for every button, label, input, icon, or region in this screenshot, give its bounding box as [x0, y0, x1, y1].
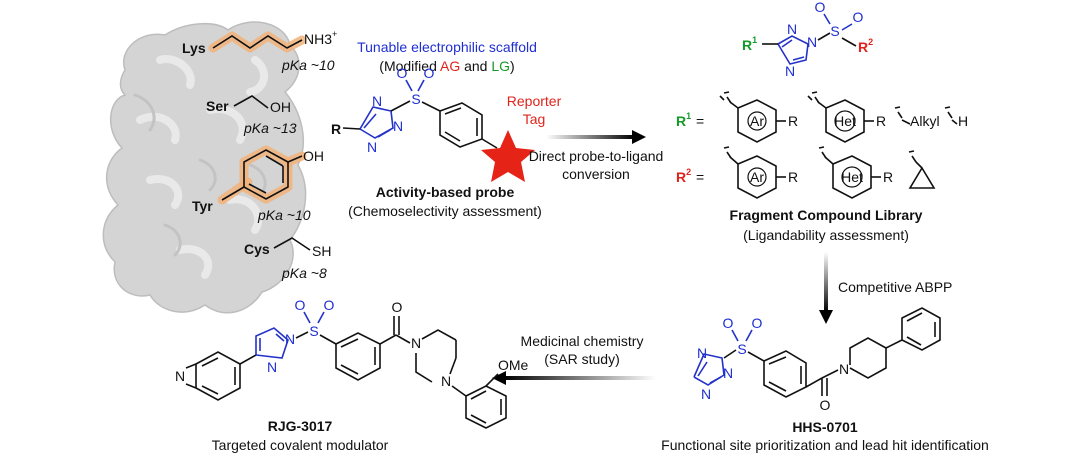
library-r2-ar-r: R — [788, 169, 798, 185]
probe-title: Activity-based probe — [376, 184, 515, 200]
rjg-o-atom-1: O — [295, 297, 306, 313]
arrow3-label-2: (SAR study) — [544, 351, 619, 367]
hhs-s-atom: S — [737, 341, 746, 357]
library-r1-ar: Ar — [750, 113, 764, 129]
library-scaffold: N N N R1 S O O R2 — [742, 0, 873, 79]
arrow-hhs-to-rjg: Medicinal chemistry (SAR study) — [492, 333, 656, 385]
library-r2-equals: = — [696, 169, 704, 185]
arrow-library-to-hhs: Competitive ABPP — [819, 252, 952, 324]
library-n-atom-2: N — [807, 34, 817, 50]
hhs-structure: N N N S O O O N — [693, 307, 941, 413]
rjg-name: RJG-3017 — [268, 418, 333, 434]
library-subtitle: (Ligandability assessment) — [743, 227, 909, 243]
library-s-atom: S — [830, 23, 839, 39]
probe-subtitle: (Chemoselectivity assessment) — [348, 203, 542, 219]
library-o-atom-1: O — [815, 0, 826, 15]
cys-group-label: SH — [312, 243, 331, 259]
library-r2-label: R2 — [676, 167, 691, 185]
hhs-n-atom-3: N — [701, 386, 711, 402]
arrow1-label-1: Direct probe-to-ligand — [529, 148, 664, 164]
library-r1-h: H — [958, 113, 968, 129]
reporter-tag-label-1: Reporter — [507, 93, 562, 109]
library-r2-het-r: R — [883, 169, 893, 185]
library-r1-label: R1 — [676, 111, 691, 129]
library-n-atom-3: N — [785, 63, 795, 79]
protein-surface — [102, 21, 307, 314]
library-r1-het-r: R — [876, 113, 886, 129]
arrow1-label-2: conversion — [562, 166, 630, 182]
residue-tyr: OH Tyr pKa ~10 — [192, 145, 324, 223]
rjg-carbonyl-o: O — [392, 299, 403, 315]
library-title: Fragment Compound Library — [730, 207, 923, 223]
ser-label: Ser — [206, 98, 229, 114]
library-r1-equals: = — [696, 113, 704, 129]
rjg-imidazole-n-2: N — [267, 359, 277, 375]
library-r1-alkyl: Alkyl — [910, 113, 940, 129]
lys-pka-label: pKa ~10 — [281, 57, 335, 73]
hhs-n-atom-2: N — [723, 365, 733, 381]
rjg-ome-label: OMe — [498, 357, 529, 373]
arrow-probe-to-library: Direct probe-to-ligand conversion — [529, 130, 664, 182]
lys-label: Lys — [182, 40, 206, 56]
hhs-n-atom-1: N — [697, 345, 707, 361]
rjg-imidazole-n-1: N — [285, 331, 295, 347]
library-r1-top: R1 — [742, 35, 757, 53]
hhs-o-atom-3: O — [820, 397, 831, 413]
probe-o-atom-2: O — [424, 65, 435, 81]
probe-header-line1: Tunable electrophilic scaffold — [357, 39, 537, 55]
probe-o-atom-1: O — [397, 65, 408, 81]
hhs-o-atom-1: O — [723, 315, 734, 331]
library-r1-ar-r: R — [788, 113, 798, 129]
probe-r-label: R — [331, 121, 341, 137]
rjg-pyridine-n: N — [175, 368, 185, 384]
library-r1-het: Het — [834, 113, 856, 129]
probe-s-atom: S — [411, 91, 420, 107]
residue-lys: Lys NH3+ pKa ~10 — [182, 29, 337, 73]
hhs-o-atom-2: O — [752, 315, 763, 331]
tyr-pka-label: pKa ~10 — [257, 207, 311, 223]
tyr-group-label: OH — [303, 148, 324, 164]
probe-structure: N N N R S O O Reporter Tag — [331, 65, 562, 182]
rjg-s-atom: S — [309, 323, 318, 339]
probe-n-atom-1: N — [367, 139, 377, 155]
rjg-o-atom-2: O — [324, 297, 335, 313]
ser-pka-label: pKa ~13 — [243, 120, 297, 136]
library-o-atom-2: O — [853, 9, 864, 25]
tyr-label: Tyr — [192, 198, 213, 214]
library-r2-ar: Ar — [750, 169, 764, 185]
arrow2-label: Competitive ABPP — [838, 279, 952, 295]
hhs-name: HHS-0701 — [792, 419, 858, 435]
arrow3-label-1: Medicinal chemistry — [521, 333, 644, 349]
lys-group-label: NH3+ — [304, 29, 337, 47]
hhs-caption: Functional site prioritization and lead … — [661, 437, 989, 453]
hhs-n-atom-4: N — [839, 361, 849, 377]
residue-ser: Ser OH pKa ~13 — [206, 95, 297, 136]
rjg-caption: Targeted covalent modulator — [212, 437, 389, 453]
library-r2-het: Het — [841, 169, 863, 185]
rjg-piperazine-n-2: N — [441, 373, 451, 389]
cys-pka-label: pKa ~8 — [281, 265, 327, 281]
residue-cys: Cys SH pKa ~8 — [244, 237, 331, 281]
reporter-tag-label-2: Tag — [523, 111, 546, 127]
probe-header: Tunable electrophilic scaffold (Modified… — [357, 39, 537, 74]
reporter-tag-star — [481, 130, 535, 182]
library-n-atom-1: N — [787, 21, 797, 37]
ser-group-label: OH — [270, 99, 291, 115]
library-r1-row: R1 = Ar R Het R Alkyl H — [676, 91, 968, 143]
library-r2-row: R2 = Ar R Het R — [676, 146, 936, 199]
probe-header-line2: (Modified AG and LG) — [379, 58, 514, 74]
probe-n-atom-2: N — [393, 118, 403, 134]
rjg-structure: N N N S O O O N N OMe — [172, 297, 529, 429]
library-r2-top: R2 — [858, 37, 873, 55]
rjg-piperazine-n-1: N — [411, 335, 421, 351]
probe-n-atom-3: N — [372, 93, 382, 109]
cys-label: Cys — [244, 241, 270, 257]
